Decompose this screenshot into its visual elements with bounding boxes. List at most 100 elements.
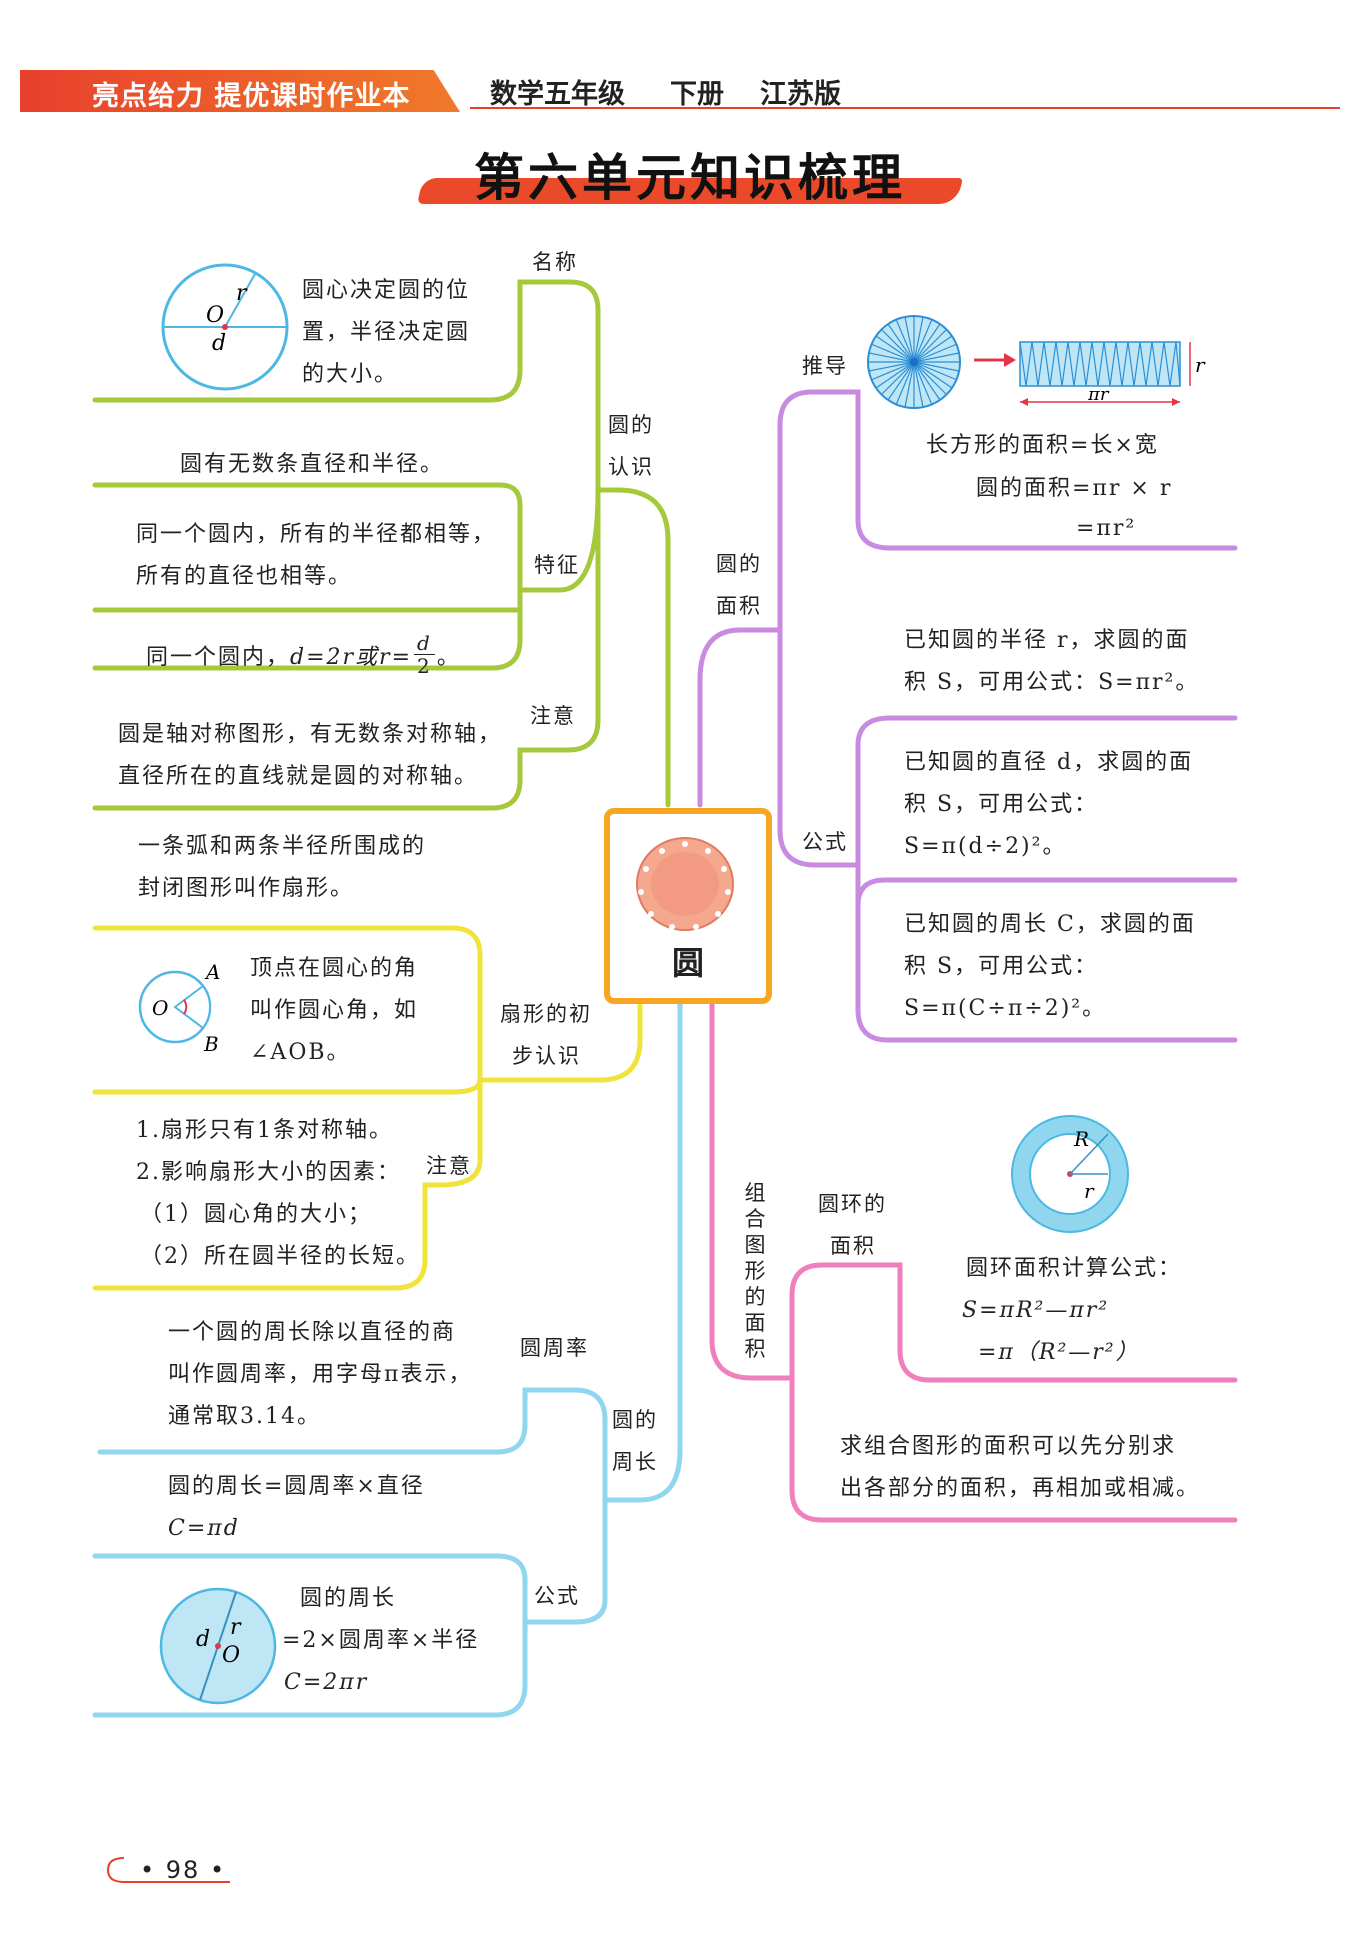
branch-area xyxy=(697,627,783,808)
feature-item-2b: 所有的直径也相等。 xyxy=(136,564,353,589)
feature-item-3-suffix: 。 xyxy=(436,644,461,670)
derivation-label: 推导 xyxy=(802,354,848,378)
recognition-label-1: 圆的 xyxy=(608,413,654,437)
naming-text-3: 的大小。 xyxy=(302,362,399,387)
circumference-label-2: 周长 xyxy=(612,1450,658,1474)
area-case2-2: 积 S，可用公式： xyxy=(904,792,1099,817)
branch-ring xyxy=(789,1262,1238,1383)
branch-sector-angle xyxy=(92,1077,483,1095)
sector-note-2: 2.影响扇形大小的因素： xyxy=(136,1160,401,1185)
area-case2-3: S=π(d÷2)²。 xyxy=(904,834,1067,859)
naming-text-2: 置，半径决定圆 xyxy=(302,320,471,345)
fraction-d-over-2: d 2 xyxy=(414,632,435,677)
composite-label: 组 合 图 形 的 面 积 xyxy=(742,1180,768,1362)
circumference-formula-5: C=2πr xyxy=(284,1670,369,1695)
branch-features xyxy=(92,482,601,593)
sector-note-4: （2）所在圆半径的长短。 xyxy=(140,1244,420,1269)
note-text-1: 圆是轴对称图形，有无数条对称轴， xyxy=(118,722,503,747)
branch-sector-top xyxy=(92,925,483,1083)
branch-note xyxy=(92,487,601,811)
page-number: • 98 • xyxy=(140,1856,227,1884)
sector-angle-1: 顶点在圆心的角 xyxy=(250,956,419,981)
area-label-1: 圆的 xyxy=(716,552,762,576)
composite-char-5: 的 xyxy=(744,1285,766,1309)
composite-char-4: 形 xyxy=(744,1259,766,1283)
recognition-label-2: 认识 xyxy=(608,455,654,479)
sector-note-label: 注意 xyxy=(426,1154,472,1178)
sector-label-1: 扇形的初 xyxy=(500,1002,592,1026)
formula-d-letter: d xyxy=(196,1627,210,1652)
rect-pir-label: πr xyxy=(1087,384,1110,405)
composite-method-1: 求组合图形的面积可以先分别求 xyxy=(840,1434,1177,1459)
fraction-denominator: 2 xyxy=(417,654,432,678)
naming-o-letter: O xyxy=(206,303,224,328)
branch-features-mid xyxy=(92,587,523,671)
circumference-formula-3: 圆的周长 xyxy=(300,1586,397,1611)
composite-char-1: 组 xyxy=(744,1181,766,1205)
header-band xyxy=(20,70,460,112)
sector-angle-2: 叫作圆心角，如 xyxy=(250,998,419,1023)
formula-r-letter: r xyxy=(230,1615,242,1640)
sector-label-2: 步认识 xyxy=(512,1044,581,1068)
header-subject: 数学五年级 xyxy=(490,79,625,110)
feature-item-3: 同一个圆内， d=2r或r= d 2 。 xyxy=(146,632,461,677)
area-case2-1: 已知圆的直径 d，求圆的面 xyxy=(904,750,1194,775)
sector-angle-icon: A O B xyxy=(138,960,220,1055)
area-case3-2: 积 S，可用公式： xyxy=(904,954,1099,979)
branch-derivation xyxy=(777,389,1238,633)
plate-icon xyxy=(636,837,734,931)
page-title: 第六单元知识梳理 xyxy=(474,149,906,207)
ring-formula-3: =π（R²—r²） xyxy=(978,1340,1140,1365)
center-label: 圆 xyxy=(671,944,704,982)
area-case1-1: 已知圆的半径 r，求圆的面 xyxy=(904,628,1190,653)
fraction-numerator: d xyxy=(414,632,435,655)
circle-radius-diameter-icon: r O d xyxy=(161,263,289,391)
composite-char-2: 合 xyxy=(744,1207,766,1231)
note-text-2: 直径所在的直线就是圆的对称轴。 xyxy=(118,764,479,789)
ring-formula-2: S=πR²—πr² xyxy=(962,1298,1110,1323)
branch-sector-note xyxy=(92,1077,483,1291)
feature-item-3-formula: d=2r或r= xyxy=(290,644,412,670)
feature-item-2a: 同一个圆内，所有的半径都相等， xyxy=(136,522,497,547)
ring-label-1: 圆环的 xyxy=(818,1192,887,1216)
naming-label: 名称 xyxy=(532,250,578,274)
note-label: 注意 xyxy=(530,704,576,728)
header-rule xyxy=(470,107,1340,109)
naming-r-letter: r xyxy=(236,281,248,306)
sector-a-letter: A xyxy=(204,960,220,984)
arrow-right-icon xyxy=(974,353,1016,367)
sector-b-letter: B xyxy=(203,1032,219,1055)
sector-o-letter: O xyxy=(152,996,168,1020)
circumference-formula-1: 圆的周长=圆周率×直径 xyxy=(168,1474,425,1499)
pi-text-1: 一个圆的周长除以直径的商 xyxy=(168,1320,457,1345)
branch-method xyxy=(789,1375,1238,1523)
ring-formula-1: 圆环面积计算公式： xyxy=(966,1256,1183,1281)
composite-char-6: 面 xyxy=(744,1311,766,1335)
composite-char-7: 积 xyxy=(744,1337,766,1361)
pi-text-3: 通常取3.14。 xyxy=(168,1404,321,1429)
derivation-line-2: 圆的面积=πr × r xyxy=(976,476,1173,501)
rect-r-letter: r xyxy=(1195,353,1206,377)
sector-note-3: （1）圆心角的大小； xyxy=(140,1202,372,1227)
ring-label-2: 面积 xyxy=(830,1234,876,1258)
branch-pi xyxy=(97,1387,608,1503)
branch-formula xyxy=(92,1497,608,1718)
branch-naming xyxy=(92,279,601,493)
branch-sector xyxy=(477,987,643,1083)
circumference-formula-label: 公式 xyxy=(534,1584,580,1608)
sector-definition-1: 一条弧和两条半径所围成的 xyxy=(138,834,427,859)
area-formula-label: 公式 xyxy=(802,830,848,854)
header-volume: 下册 xyxy=(670,79,724,110)
rearranged-rectangle-icon: r πr xyxy=(1019,341,1206,406)
feature-item-1: 圆有无数条直径和半径。 xyxy=(180,452,445,477)
annulus-icon: R r xyxy=(1011,1115,1129,1233)
pi-label: 圆周率 xyxy=(520,1336,589,1360)
formula-o-letter: O xyxy=(222,1643,240,1668)
feature-item-3-prefix: 同一个圆内， xyxy=(146,644,291,670)
composite-method-2: 出各部分的面积，再相加或相减。 xyxy=(840,1476,1201,1501)
header-brand: 亮点给力 提优课时作业本 xyxy=(92,81,411,112)
branch-recognition xyxy=(595,487,671,808)
features-label: 特征 xyxy=(534,553,580,577)
sector-note-1: 1.扇形只有1条对称轴。 xyxy=(136,1118,393,1143)
